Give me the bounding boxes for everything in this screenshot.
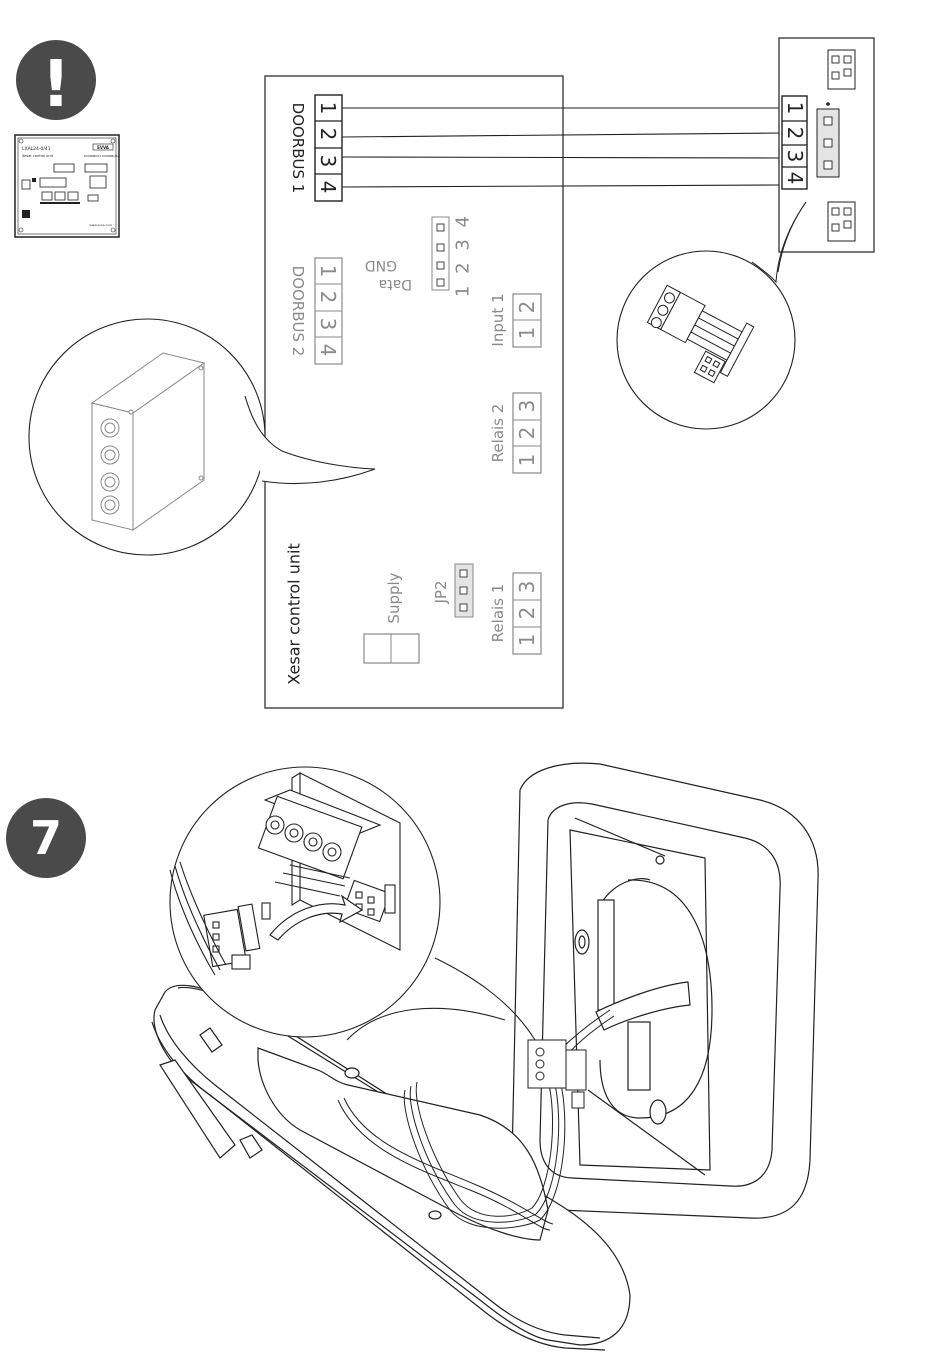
doorbus2-pin-3: 3 <box>316 318 340 331</box>
mini-board-brand: EVVA <box>97 145 110 150</box>
jumper-pin-numbers: 1 2 3 4 <box>453 213 474 297</box>
doorbus1-connector: 1 2 3 4 DOORBUS 1 <box>289 95 342 201</box>
mini-board-right-label: DOORBUS1 DOORBUS2 <box>84 154 119 158</box>
reader-pin-2: 2 <box>783 127 807 140</box>
relais2-label: Relais 2 <box>489 404 507 463</box>
mini-board-title: LXAL24-0/41 <box>22 146 51 152</box>
mini-board-subtitle: Xesar control unit <box>22 154 54 158</box>
doorbus2-pin-4: 4 <box>316 344 340 357</box>
doorbus2-pin-2: 2 <box>316 291 340 304</box>
doorbus1-label: DOORBUS 1 <box>289 103 307 194</box>
control-unit-title: Xesar control unit <box>285 543 304 684</box>
control-unit-thumbnail: LXAL24-0/41 Xesar control unit EVVA DOOR… <box>15 135 119 237</box>
doorbus1-pin-2: 2 <box>316 128 340 141</box>
relais1-label: Relais 1 <box>489 584 507 643</box>
doorbus1-pin-4: 4 <box>316 181 340 194</box>
step-number: 7 <box>30 811 62 865</box>
relais1-connector: 1 2 3 Relais 1 <box>489 573 541 654</box>
warning-icon: ! <box>16 40 96 122</box>
doorbus2-connector: 1 2 3 4 DOORBUS 2 <box>289 258 342 364</box>
insertion-detail-bubble <box>170 767 535 1040</box>
relais1-pin-1: 1 <box>515 634 539 647</box>
relais2-pin-3: 3 <box>515 400 539 413</box>
jumper-gnd-label: GND <box>365 257 397 273</box>
doorbus1-pin-1: 1 <box>316 102 340 115</box>
warning-symbol: ! <box>41 48 70 122</box>
mini-board-url: www.evva.com <box>89 223 112 227</box>
jumper-data-label: Data <box>379 276 412 292</box>
supply-label: Supply <box>385 572 403 623</box>
input1-pin-1: 1 <box>515 327 539 340</box>
connector-detail-illustration <box>617 202 806 429</box>
reader-pin-1: 1 <box>783 102 807 115</box>
doorbus2-label: DOORBUS 2 <box>289 266 307 357</box>
input1-connector: 1 2 Input 1 <box>489 293 541 347</box>
relais2-pin-2: 2 <box>515 427 539 440</box>
jp2-label: JP2 <box>432 580 450 604</box>
reader-pin-3: 3 <box>783 150 807 163</box>
reader-board: 1 2 3 4 <box>779 38 874 252</box>
doorbus1-pin-3: 3 <box>316 155 340 168</box>
relais2-connector: 1 2 3 Relais 2 <box>489 393 541 473</box>
relais2-pin-1: 1 <box>515 454 539 467</box>
relais1-pin-3: 3 <box>515 581 539 594</box>
input1-pin-2: 2 <box>515 301 539 314</box>
reader-pin-4: 4 <box>783 172 807 185</box>
control-unit-schematic: 1 2 3 4 DOORBUS 1 1 2 3 4 DOORBUS 2 1 2 … <box>265 76 563 708</box>
doorbus2-pin-1: 1 <box>316 265 340 278</box>
input1-label: Input 1 <box>489 293 507 346</box>
step-badge: 7 <box>6 798 86 878</box>
relais1-pin-2: 2 <box>515 607 539 620</box>
